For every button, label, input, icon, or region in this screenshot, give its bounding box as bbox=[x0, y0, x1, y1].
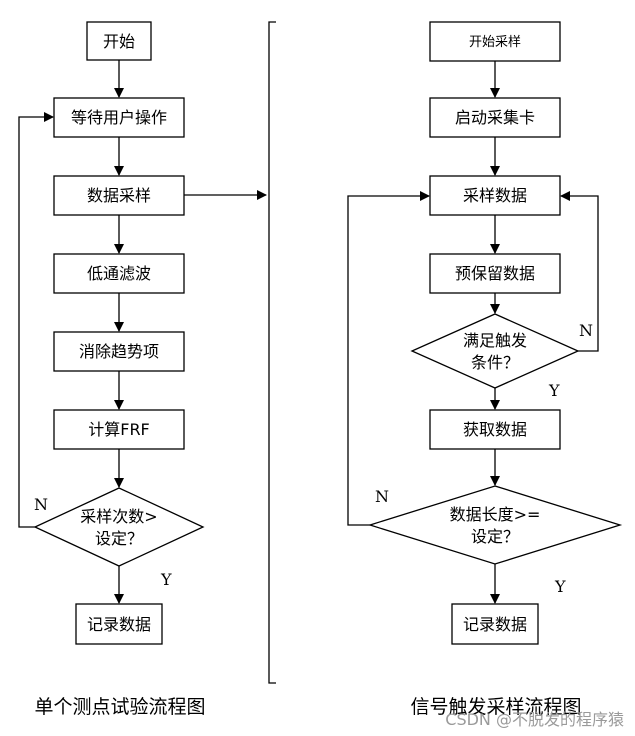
left-detrend-label: 消除趋势项 bbox=[79, 342, 159, 361]
left-decision-line2: 设定？ bbox=[95, 529, 143, 548]
right-start-card-label: 启动采集卡 bbox=[455, 108, 535, 127]
left-record-label: 记录数据 bbox=[87, 615, 151, 634]
left-start-label: 开始 bbox=[103, 32, 135, 51]
right-length-no-label: N bbox=[375, 487, 389, 506]
left-start-box bbox=[86, 21, 152, 61]
left-decision-diamond bbox=[33, 487, 205, 567]
left-sample-box bbox=[53, 175, 185, 216]
left-lowpass-label: 低通滤波 bbox=[87, 264, 151, 283]
left-record-box bbox=[75, 603, 163, 645]
left-loop-no bbox=[18, 112, 54, 528]
right-loop-trigger-no bbox=[560, 191, 599, 352]
left-lowpass-box bbox=[53, 253, 185, 294]
right-trigger-line1: 满足触发 bbox=[463, 331, 527, 350]
right-length-line2: 设定？ bbox=[471, 527, 519, 546]
left-yes-label: Y bbox=[160, 570, 172, 589]
right-trigger-no-label: N bbox=[579, 321, 593, 340]
left-sample-label: 数据采样 bbox=[87, 186, 151, 205]
left-no-label: N bbox=[34, 495, 48, 514]
right-flowchart: 开始采样 启动采集卡 采样数据 预保留数据 满足触发 条件？ 获取数据 数据长度… bbox=[347, 21, 623, 645]
left-wait-box bbox=[53, 97, 185, 138]
left-caption: 单个测点试验流程图 bbox=[34, 696, 205, 718]
left-wait-label: 等待用户操作 bbox=[71, 108, 167, 127]
right-start-label: 开始采样 bbox=[469, 35, 521, 50]
right-trigger-yes-label: Y bbox=[548, 381, 560, 400]
left-flowchart: 开始 等待用户操作 数据采样 低通滤波 消除趋势项 计算FRF 采样次数> 设定… bbox=[18, 21, 267, 645]
right-start-box bbox=[429, 21, 561, 62]
right-loop-length-no bbox=[347, 191, 430, 526]
right-trigger-line2: 条件？ bbox=[471, 353, 519, 372]
left-frf-box bbox=[53, 409, 185, 450]
right-length-yes-label: Y bbox=[554, 577, 566, 596]
right-record-label: 记录数据 bbox=[463, 615, 527, 634]
left-frf-label: 计算FRF bbox=[88, 420, 150, 439]
right-trigger-diamond bbox=[410, 313, 580, 389]
right-length-line1: 数据长度>= bbox=[450, 505, 541, 524]
right-record-box bbox=[451, 603, 539, 645]
right-pre-keep-label: 预保留数据 bbox=[455, 264, 535, 283]
left-decision-line1: 采样次数> bbox=[80, 507, 157, 526]
right-pre-keep-box bbox=[429, 253, 561, 294]
watermark: CSDN @不脱发的程序猿 bbox=[445, 710, 624, 729]
divider-bracket bbox=[268, 21, 276, 684]
right-length-diamond bbox=[367, 485, 623, 565]
right-sample-label: 采样数据 bbox=[463, 186, 527, 205]
right-caption: 信号触发采样流程图 bbox=[410, 696, 581, 718]
right-acquire-label: 获取数据 bbox=[463, 420, 527, 439]
